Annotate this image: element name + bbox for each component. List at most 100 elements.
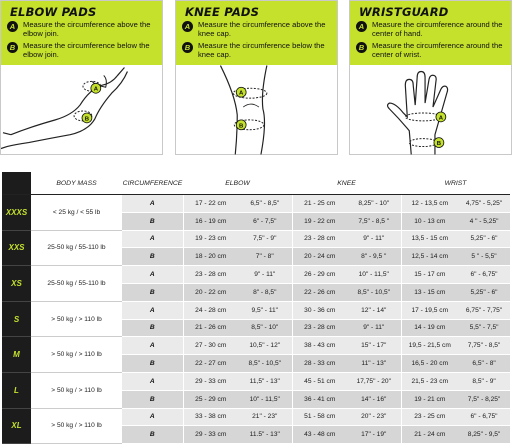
elbow-cm: 25 - 29 cm [182,390,238,409]
size-label: S [2,301,31,338]
circumference-letter: B [122,212,183,231]
body-mass-value: > 50 kg / > 110 lb [31,336,122,373]
elbow-cm: 21 - 26 cm [182,319,238,338]
circumference-letter: A [122,194,183,213]
knee-cm: 26 - 29 cm [291,265,347,284]
elbow-in: 11,5" - 13" [238,372,292,391]
elbow-in: 6,5" - 8,5" [238,194,292,213]
wrist-cm: 13 - 15 cm [400,283,459,302]
size-label: M [2,336,31,373]
circumference-letter: A [122,265,183,284]
elbow-in: 9,5" - 11" [238,301,292,320]
elbow-in: 8,5" - 10,5" [238,354,292,373]
letter-badge: A [7,21,18,32]
elbow-cm: 18 - 20 cm [182,247,238,267]
wrist-in: 5,25" - 6" [458,283,511,302]
wrist-in: 5 " - 5,5" [458,247,511,267]
knee-cm: 21 - 25 cm [291,194,347,213]
knee-in: 9" - 11" [347,319,402,338]
knee-cm: 23 - 28 cm [291,319,347,338]
knee-in: 8" - 9,5 " [347,247,402,267]
panel-title: KNEE PADS [185,5,260,19]
knee-in: 11" - 13" [347,354,402,373]
body-mass-value: 25-50 kg / 55-110 lb [31,265,122,302]
panel-header [176,1,337,65]
knee-cm: 22 - 26 cm [291,283,347,302]
table-header-row: BODY MASS CIRCUMFERENCE ELBOW KNEE WRIST [2,172,511,195]
wrist-cm: 21 - 24 cm [400,425,459,444]
knee-cm: 36 - 41 cm [291,390,347,409]
wrist-in: 6,5" - 8" [458,354,511,373]
svg-text:A: A [239,91,244,97]
step-text: Measure the circumference below the elbo… [23,41,150,59]
knee-in: 12" - 14" [347,301,402,320]
elbow-pads-panel: ELBOW PADS A Measure the circumference a… [0,0,163,155]
header-circumference: CIRCUMFERENCE [122,172,183,195]
body-mass-value: < 25 kg / < 55 lb [31,194,122,231]
knee-in: 8,25" - 10" [347,194,402,213]
size-label: XXS [2,230,31,267]
body-mass-value: 25-50 kg / 55-110 lb [31,230,122,267]
elbow-cm: 19 - 23 cm [182,230,238,249]
panel-header [1,1,162,65]
knee-in: 9" - 11" [347,230,402,249]
wrist-cm: 16,5 - 20 cm [400,354,459,373]
elbow-in: 6" - 7,5" [238,212,292,231]
elbow-in: 10" - 11,5" [238,390,292,409]
knee-in: 14" - 16" [347,390,402,409]
elbow-in: 8,5" - 10" [238,319,292,338]
wrist-cm: 15 - 17 cm [400,265,459,284]
letter-badge: B [182,42,193,53]
wrist-cm: 21,5 - 23 cm [400,372,459,391]
knee-in: 15" - 17" [347,336,402,356]
circumference-letter: B [122,390,183,409]
elbow-cm: 20 - 22 cm [182,283,238,302]
header-body-mass: BODY MASS [31,172,122,195]
wrist-cm: 12 - 13,5 cm [400,194,459,213]
knee-cm: 43 - 48 cm [291,425,347,444]
size-label: XS [2,265,31,302]
elbow-cm: 24 - 28 cm [182,301,238,320]
step-text: Measure the circumference above the elbo… [23,20,151,38]
step-text: Measure the circumference around the cen… [372,41,503,59]
svg-text:A: A [439,115,444,121]
corner-header [2,172,31,195]
wrist-cm: 17 - 19,5 cm [400,301,459,320]
knee-in: 10" - 11,5" [347,265,402,284]
circumference-letter: A [122,372,183,391]
svg-text:B: B [85,116,89,122]
circumference-letter: B [122,247,183,267]
elbow-in: 7" - 8" [238,247,292,267]
knee-pads-panel: KNEE PADS A Measure the circumference ab… [175,0,338,155]
elbow-in: 7,5" - 9" [238,230,292,249]
wrist-in: 5,5" - 7,5" [458,319,511,338]
size-label: XXXS [2,194,31,231]
circumference-letter: B [122,354,183,373]
elbow-cm: 23 - 28 cm [182,265,238,284]
knee-cm: 28 - 33 cm [291,354,347,373]
elbow-in: 10,5" - 12" [238,336,292,356]
knee-in: 7,5" - 8,5 " [347,212,402,231]
step-text: Measure the circumference around the cen… [372,20,503,38]
knee-cm: 30 - 36 cm [291,301,347,320]
size-label: XL [2,408,31,444]
circumference-letter: A [122,301,183,320]
knee-in: 8,5" - 10,5" [347,283,402,302]
knee-cm: 19 - 22 cm [291,212,347,231]
wrist-in: 7,5" - 8,25" [458,390,511,409]
header-knee: KNEE [292,172,402,195]
letter-badge: A [182,21,193,32]
panel-title: WRISTGUARD [359,5,449,19]
knee-in: 17,75" - 20" [347,372,402,391]
svg-text:B: B [239,123,243,129]
wrist-in: 8,25" - 9,5" [458,425,511,444]
elbow-cm: 29 - 33 cm [182,372,238,391]
